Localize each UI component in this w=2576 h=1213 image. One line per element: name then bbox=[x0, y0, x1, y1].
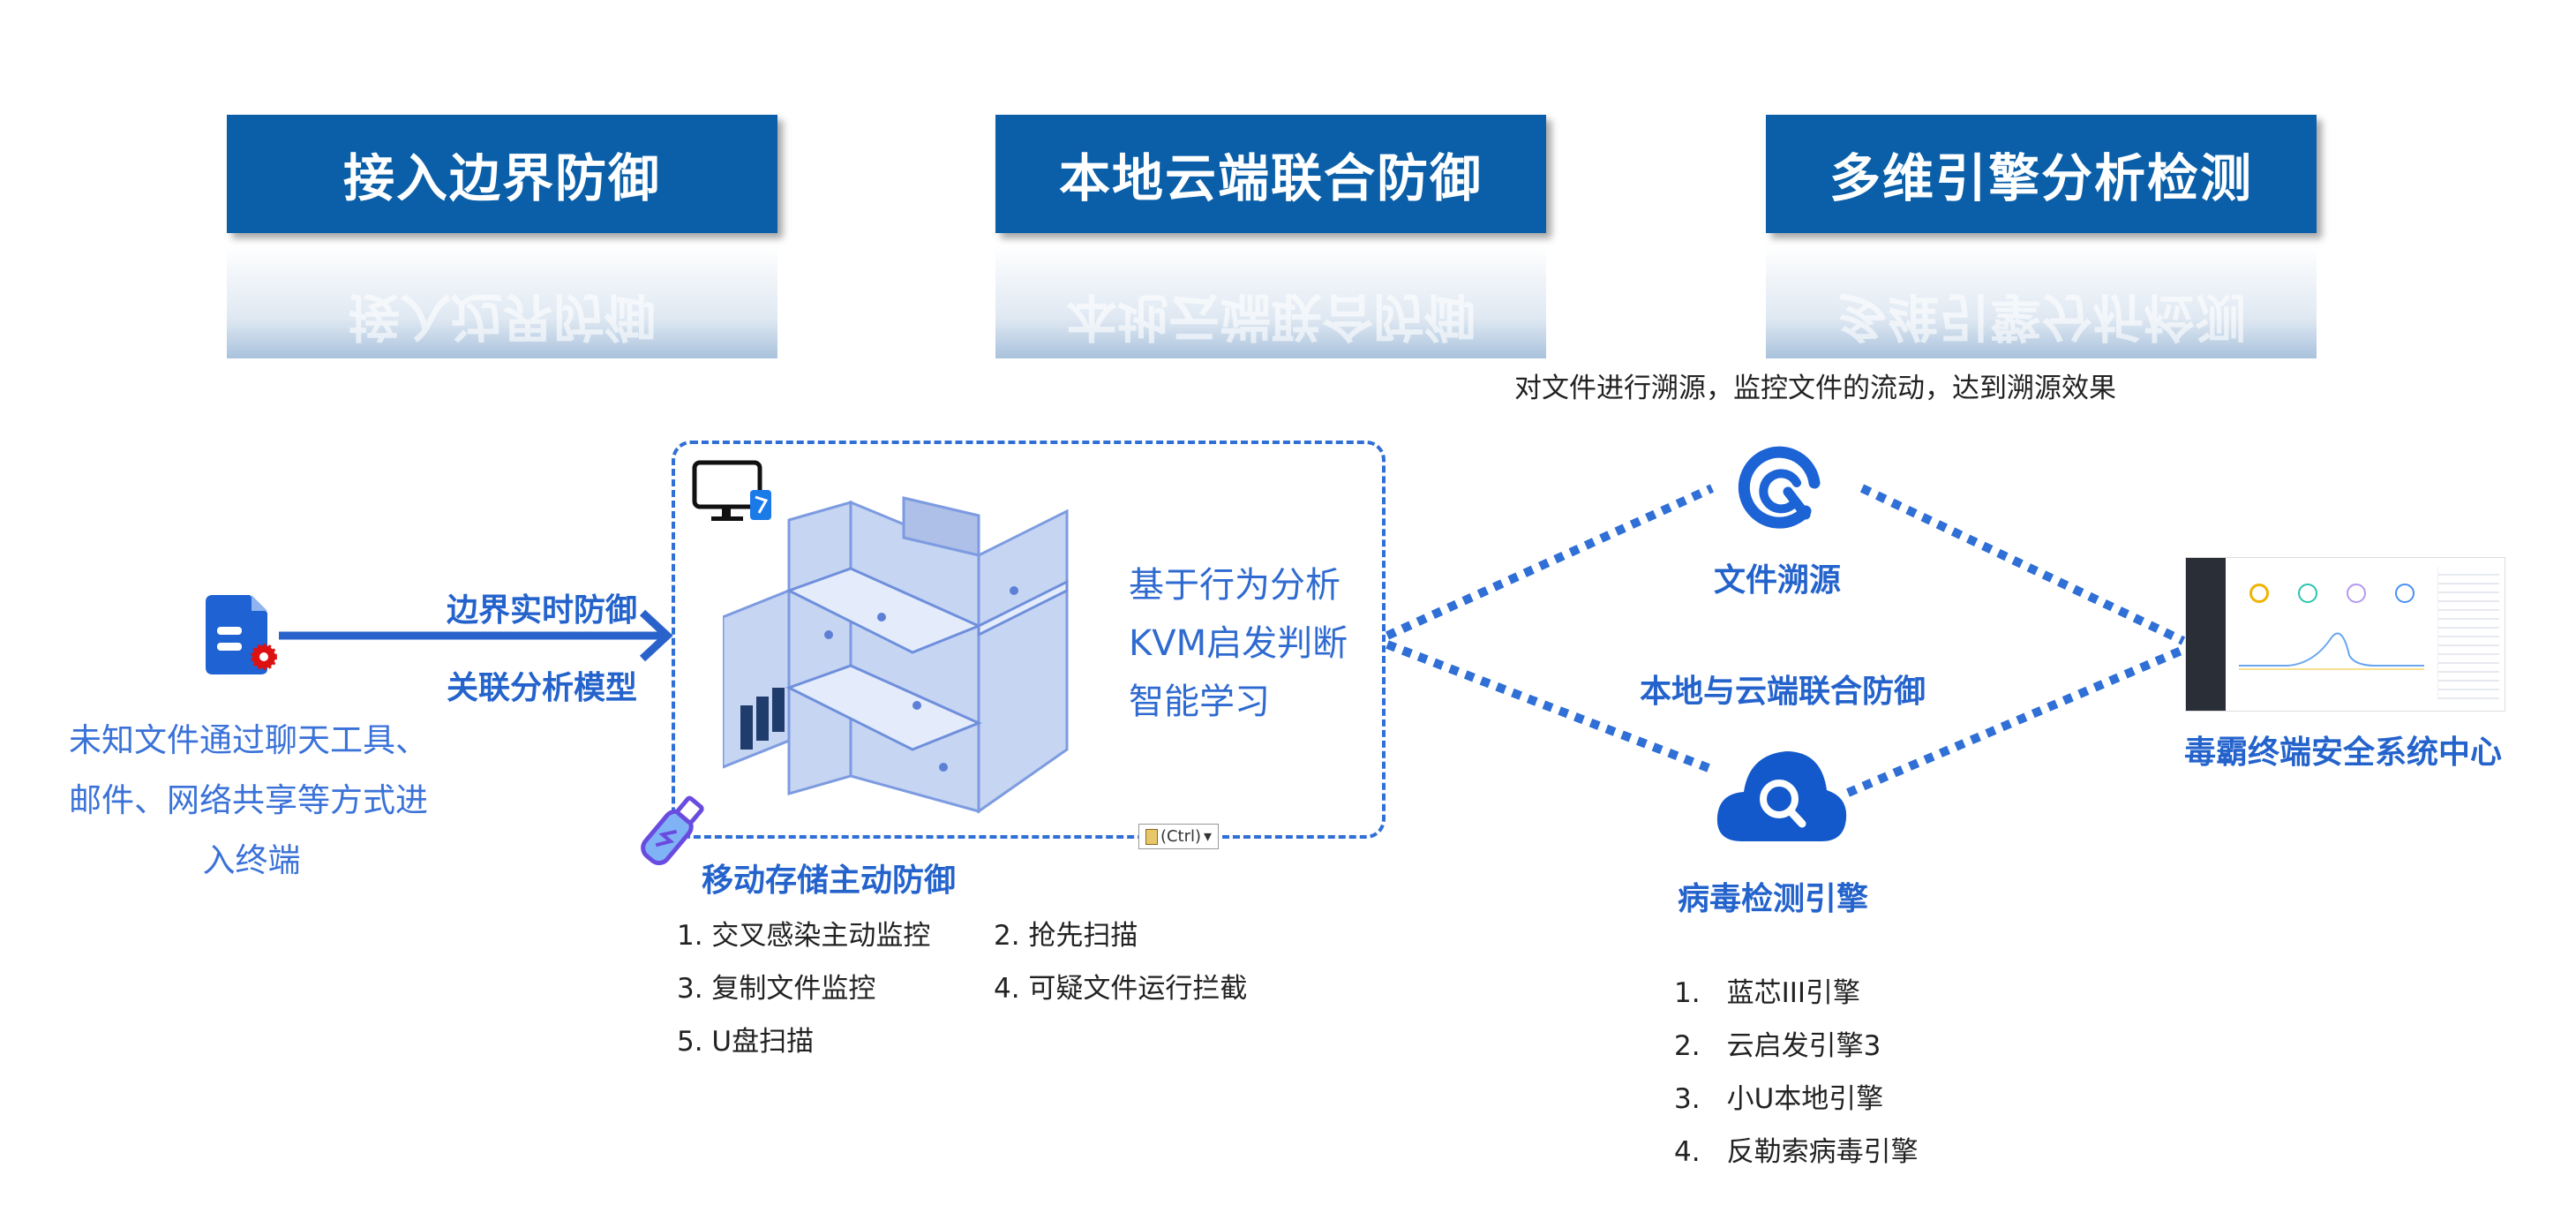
engine-item: 3. 小U本地引擎 bbox=[1674, 1076, 1883, 1116]
security-center-screenshot bbox=[2185, 557, 2505, 712]
header-border-defense: 接入边界防御 bbox=[227, 115, 777, 233]
paste-options-button[interactable]: (Ctrl)▾ bbox=[1138, 824, 1219, 849]
security-center-label: 毒霸终端安全系统中心 bbox=[2183, 735, 2503, 771]
usb-item: 5. U盘扫描 bbox=[677, 1026, 815, 1058]
engine-item: 2. 云启发引擎3 bbox=[1674, 1023, 1881, 1063]
joint-defense-label: 本地与云端联合防御 bbox=[1639, 674, 1926, 710]
arrow-head bbox=[639, 609, 673, 662]
unknown-file-icon bbox=[206, 595, 277, 674]
engine-name: 蓝芯III引擎 bbox=[1726, 977, 1861, 1009]
engine-item: 1. 蓝芯III引擎 bbox=[1674, 970, 1860, 1010]
file-trace-icon bbox=[1738, 446, 1821, 529]
dashboard-line-chart bbox=[2239, 632, 2424, 670]
gauge-ring bbox=[2249, 584, 2269, 603]
monitor-icon bbox=[692, 460, 771, 521]
engine-item: 4. 反勒索病毒引擎 bbox=[1674, 1129, 1919, 1169]
usb-item: 2. 抢先扫描 bbox=[994, 920, 1138, 952]
dropdown-arrow-icon: ▾ bbox=[1204, 827, 1213, 846]
engine-name: 小U本地引擎 bbox=[1726, 1083, 1884, 1115]
dotted-line bbox=[1859, 484, 2186, 645]
header-multi-engine: 多维引擎分析检测 bbox=[1766, 115, 2317, 233]
dashboard-main bbox=[2226, 558, 2505, 711]
dotted-line bbox=[1846, 645, 2185, 797]
feature-behavior: 基于行为分析 bbox=[1129, 565, 1341, 606]
usb-item: 3. 复制文件监控 bbox=[677, 973, 876, 1005]
usb-item: 4. 可疑文件运行拦截 bbox=[994, 973, 1248, 1005]
gauge-ring bbox=[2297, 584, 2317, 603]
dotted-line bbox=[1385, 484, 1715, 640]
entry-desc-line: 未知文件通过聊天工具、 bbox=[69, 721, 428, 759]
paste-badge-label: (Ctrl) bbox=[1160, 827, 1202, 846]
feature-kvm: KVM启发判断 bbox=[1129, 623, 1348, 664]
arrow-label-model: 关联分析模型 bbox=[446, 670, 638, 706]
cloud-search-icon bbox=[1716, 751, 1847, 841]
entry-desc-line: 邮件、网络共享等方式进 bbox=[69, 781, 428, 819]
engine-number: 2. bbox=[1674, 1030, 1701, 1062]
usb-drive-icon bbox=[641, 795, 704, 866]
arrow-label-realtime: 边界实时防御 bbox=[446, 592, 638, 629]
entry-desc-line: 入终端 bbox=[202, 841, 301, 879]
header-local-cloud-defense: 本地云端联合防御 bbox=[995, 115, 1546, 233]
office-building-illustration bbox=[723, 496, 1069, 814]
engine-name: 反勒索病毒引擎 bbox=[1726, 1136, 1919, 1168]
usb-item: 1. 交叉感染主动监控 bbox=[677, 920, 931, 952]
gauge-ring bbox=[2346, 584, 2366, 603]
file-trace-label: 文件溯源 bbox=[1713, 562, 1842, 599]
endpoint-box bbox=[672, 441, 1386, 839]
virus-engine-label: 病毒检测引擎 bbox=[1677, 881, 1869, 917]
gauge-ring bbox=[2394, 584, 2415, 603]
trace-note: 对文件进行溯源，监控文件的流动，达到溯源效果 bbox=[1514, 373, 2116, 404]
feature-learning: 智能学习 bbox=[1129, 682, 1270, 722]
engine-name: 云启发引擎3 bbox=[1726, 1030, 1881, 1062]
dotted-line bbox=[1386, 640, 1717, 775]
usb-defense-title: 移动存储主动防御 bbox=[702, 863, 957, 899]
dashboard-sidebar bbox=[2186, 558, 2226, 711]
engine-number: 3. bbox=[1674, 1083, 1701, 1115]
clipboard-icon bbox=[1145, 828, 1158, 845]
engine-number: 4. bbox=[1674, 1136, 1701, 1168]
engine-number: 1. bbox=[1674, 977, 1701, 1009]
